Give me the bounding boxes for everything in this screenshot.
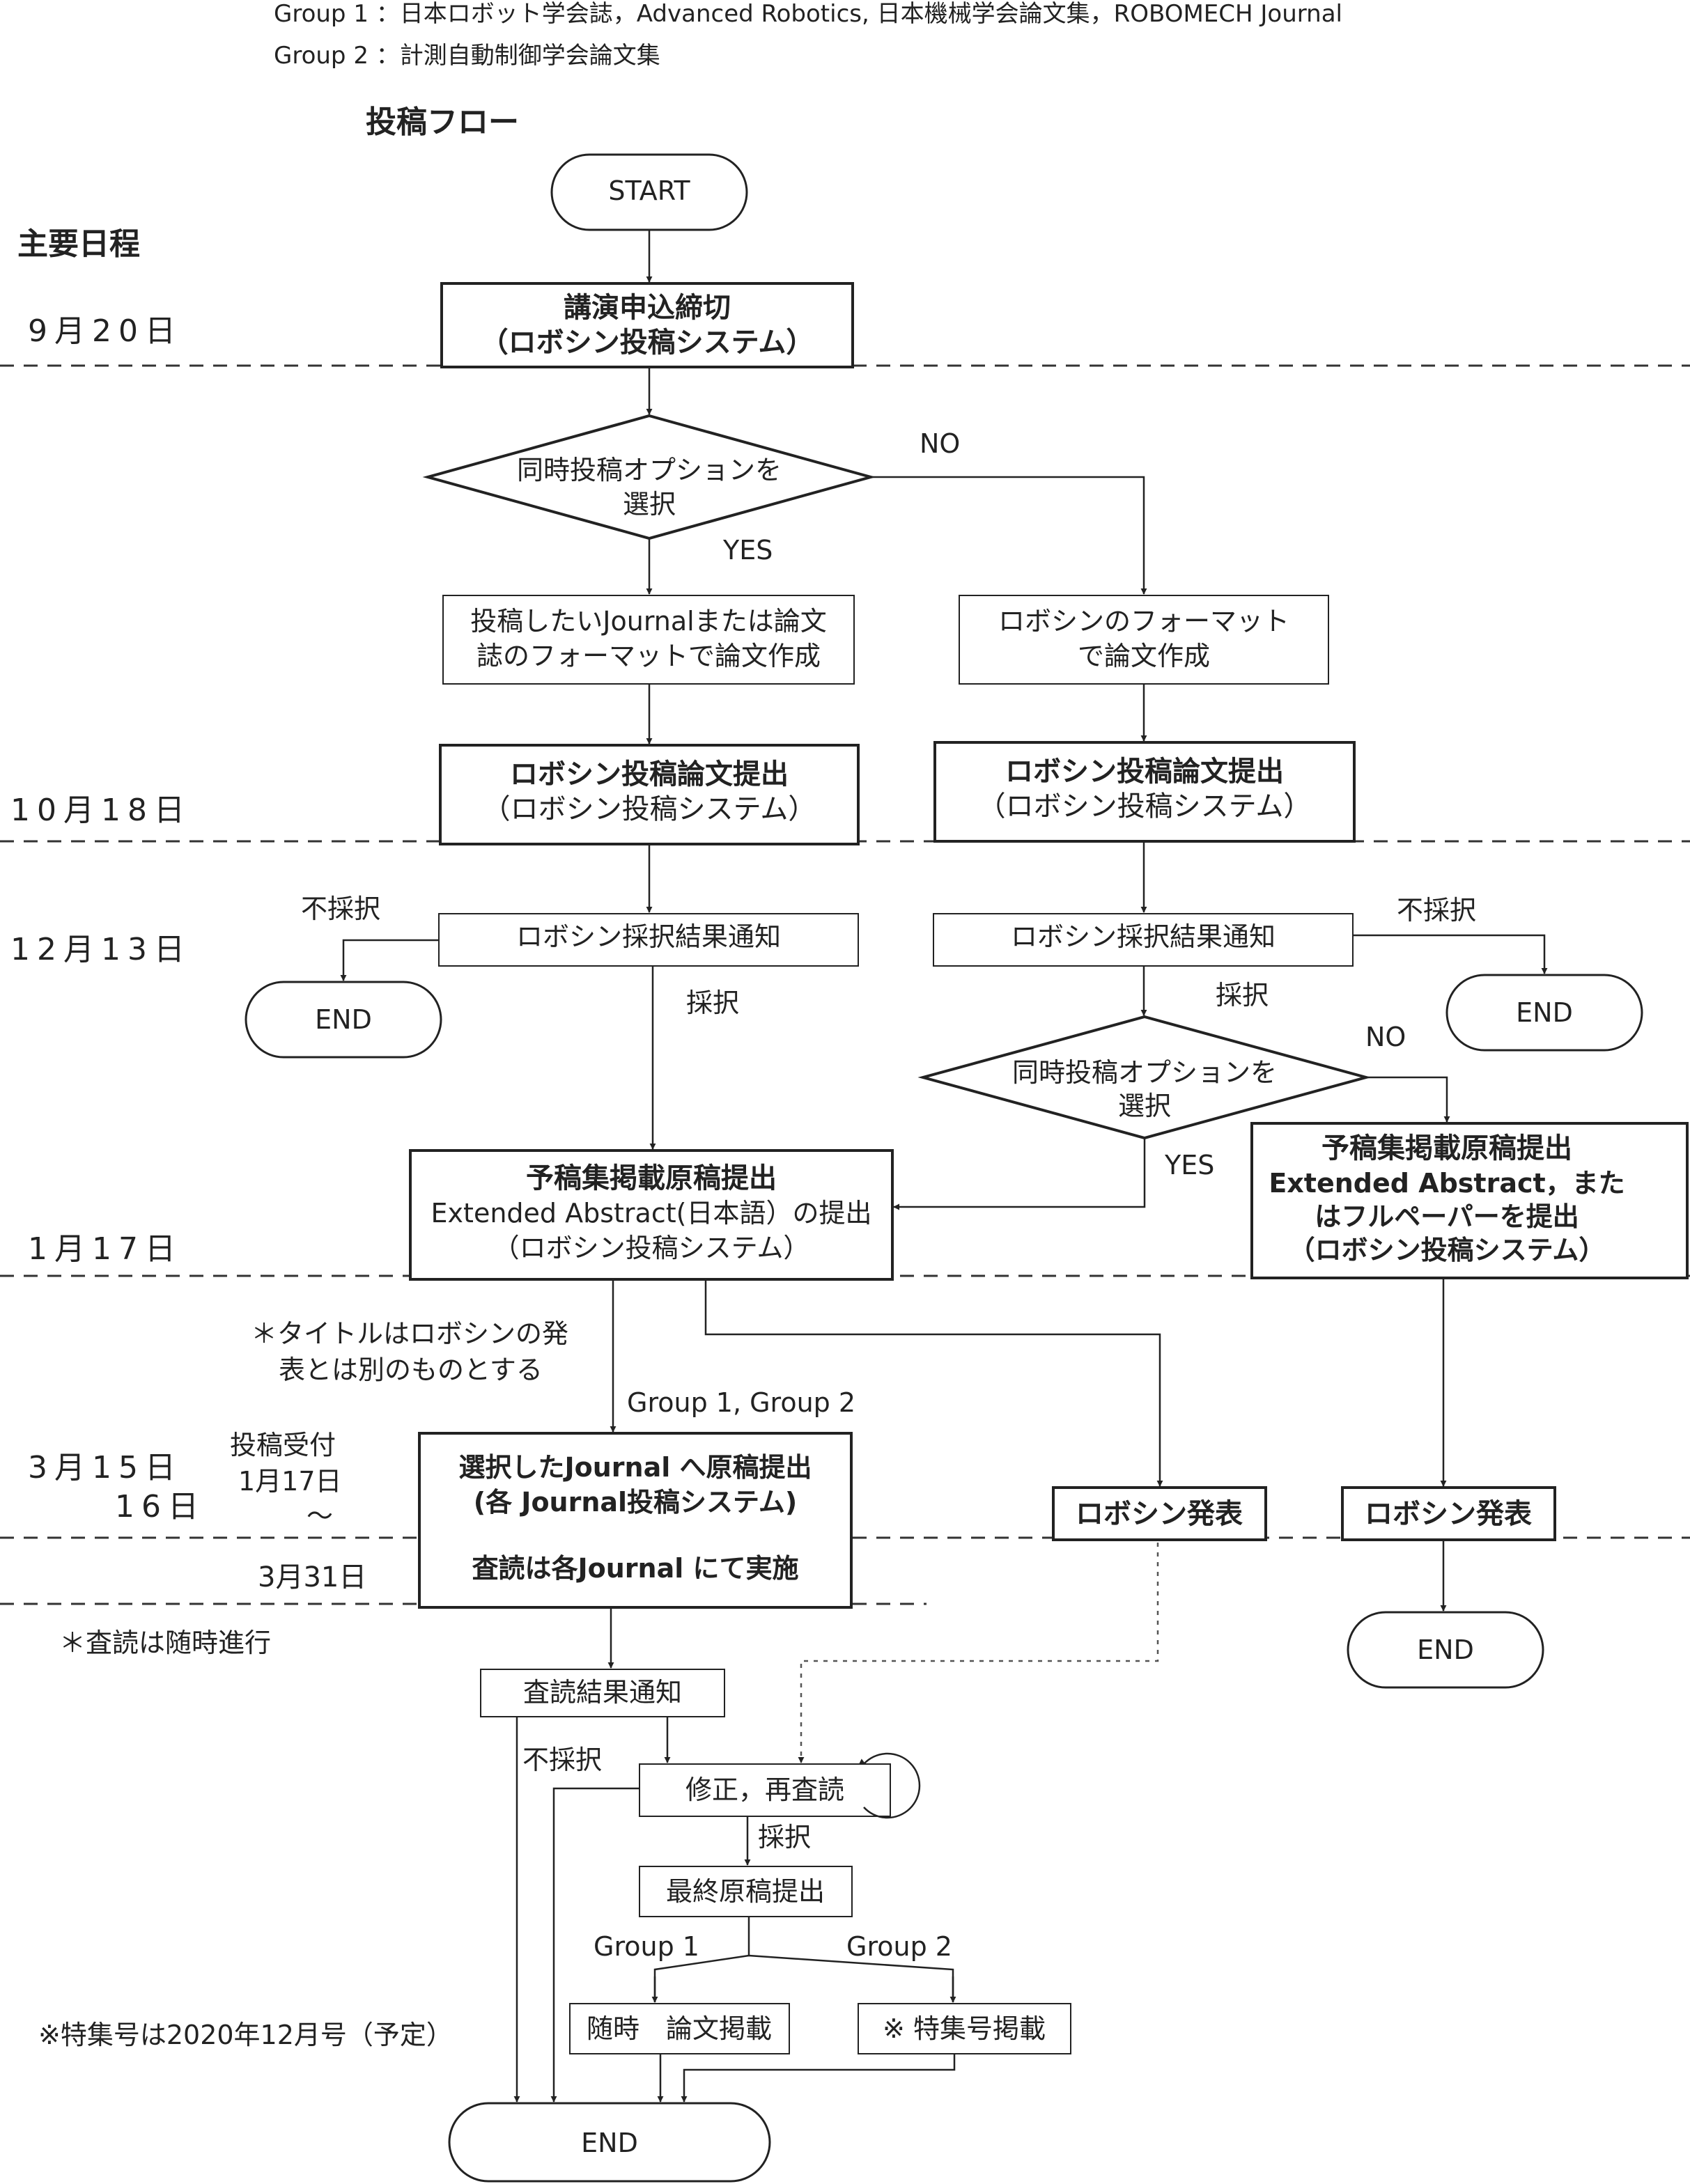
title-note-line2: 表とは別のものとする <box>279 1355 543 1385</box>
date-oct18: 10月18日 <box>10 793 192 828</box>
end1-label: END <box>315 1004 372 1035</box>
deadline-box <box>440 282 854 368</box>
option2-line1: 同時投稿オプションを <box>1012 1057 1277 1088</box>
abstract-left-line2: Extended Abstract(日本語）の提出 <box>431 1198 872 1228</box>
reject-left-label: 不採択 <box>301 894 380 924</box>
final-label: 最終原稿提出 <box>666 1876 825 1907</box>
group1-legend: Group 1 ：日本ロボット学会誌，Advanced Robotics, 日本… <box>274 0 1342 28</box>
robosym-format-line1: ロボシンのフォーマット <box>998 606 1289 637</box>
journal-format-line1: 投稿したいJournalまたは論文 <box>470 606 826 637</box>
end2-label: END <box>1516 997 1573 1028</box>
abstract-right-line3: はフルペーパーを提出 <box>1315 1201 1579 1232</box>
group2-branch-label: Group 2 <box>846 1931 952 1962</box>
end-terminal-2 <box>1445 974 1643 1052</box>
present1-label: ロボシン発表 <box>1076 1498 1243 1530</box>
flow-title: 投稿フロー <box>366 104 519 140</box>
revise-box <box>639 1763 891 1817</box>
journal-submit-line2: (各 Journal投稿システム) <box>474 1487 798 1518</box>
deadline-line1: 講演申込締切 <box>564 292 731 324</box>
groups12-label: Group 1, Group 2 <box>627 1387 855 1418</box>
no-label-2: NO <box>1365 1022 1406 1052</box>
revise-label: 修正，再査読 <box>685 1774 844 1805</box>
present2-label: ロボシン発表 <box>1365 1498 1532 1530</box>
date-16: 16日 <box>115 1489 206 1524</box>
date-mar31: 3月31日 <box>258 1561 366 1593</box>
end-final-label: END <box>581 2128 638 2158</box>
abstract-right-line4: （ロボシン投稿システム） <box>1289 1235 1606 1265</box>
date-sep20: 9月20日 <box>28 313 183 349</box>
pub-special-box <box>858 2003 1071 2054</box>
option2-line2: 選択 <box>1118 1091 1171 1121</box>
accept-left-label: 採択 <box>686 988 739 1018</box>
deadline-line2: （ロボシン投稿システム） <box>481 327 814 359</box>
submit-right-line1: ロボシン投稿論文提出 <box>1005 756 1284 788</box>
journal-submit-box <box>418 1432 853 1609</box>
reject-review-label: 不採択 <box>522 1745 602 1775</box>
accept-period-line2: 1月17日 <box>238 1466 342 1497</box>
title-note-line1: ＊タイトルはロボシンの発 <box>251 1318 568 1349</box>
group2-legend: Group 2 ：計測自動制御学会論文集 <box>274 42 660 70</box>
start-label: START <box>608 176 690 206</box>
end3-label: END <box>1417 1635 1474 1665</box>
abstract-right-line1: 予稿集掲載原稿提出 <box>1321 1132 1572 1164</box>
date-jan17: 1月17日 <box>28 1231 183 1267</box>
end-terminal-1 <box>245 981 442 1059</box>
abstract-left-line3: （ロボシン投稿システム） <box>493 1233 810 1263</box>
submit-left-line1: ロボシン投稿論文提出 <box>510 758 789 790</box>
group1-branch-label: Group 1 <box>594 1931 699 1962</box>
dotted-connector <box>798 1543 1159 1763</box>
result-left-box <box>438 913 859 967</box>
accept-period-line1: 投稿受付 <box>230 1430 336 1460</box>
pub-special-label: ※ 特集号掲載 <box>883 2013 1046 2044</box>
journal-format-line2: 誌のフォーマットで論文作成 <box>476 641 821 671</box>
date-mar15: 3月15日 <box>28 1450 183 1485</box>
abstract-left-line1: 予稿集掲載原稿提出 <box>526 1162 777 1194</box>
submit-left-box <box>439 744 860 845</box>
present-box-1 <box>1052 1486 1267 1541</box>
review-result-label: 査読結果通知 <box>523 1677 682 1708</box>
schedule-title: 主要日程 <box>17 226 140 262</box>
accept-right-label: 採択 <box>1216 980 1269 1011</box>
submit-right-line2: （ロボシン投稿システム） <box>978 790 1312 822</box>
end-terminal-3 <box>1347 1611 1544 1689</box>
option1-line1: 同時投稿オプションを <box>517 455 782 485</box>
abstract-right-line2: Extended Abstract，また <box>1269 1168 1625 1199</box>
connectors <box>340 230 1548 2103</box>
journal-submit-line1: 選択したJournal へ原稿提出 <box>459 1452 812 1483</box>
date-dec13: 12月13日 <box>10 932 192 967</box>
pub-anytime-box <box>569 2003 790 2054</box>
journal-format-box <box>442 595 855 685</box>
submit-left-line2: （ロボシン投稿システム） <box>483 793 816 825</box>
robosym-format-line2: で論文作成 <box>1078 641 1210 671</box>
journal-submit-line3: 査読は各Journal にて実施 <box>472 1553 799 1584</box>
abstract-left-box <box>409 1149 894 1281</box>
result-left-label: ロボシン採択結果通知 <box>516 921 781 952</box>
review-result-box <box>480 1669 725 1717</box>
special-issue-note: ※特集号は2020年12月号（予定） <box>38 2020 453 2050</box>
present-box-2 <box>1341 1486 1556 1541</box>
no-label-1: NO <box>920 428 960 459</box>
end-terminal-final <box>448 2102 771 2183</box>
yes-label-1: YES <box>722 535 773 566</box>
yes-label-2: YES <box>1164 1150 1214 1180</box>
abstract-right-box <box>1250 1122 1689 1279</box>
robosym-format-box <box>959 595 1329 685</box>
result-right-label: ロボシン採択結果通知 <box>1011 921 1276 952</box>
review-note: ＊査読は随時進行 <box>59 1628 271 1658</box>
final-box <box>639 1866 853 1917</box>
pub-anytime-label: 随時 論文掲載 <box>587 2013 772 2044</box>
timeline-separators <box>0 364 1690 1605</box>
submit-right-box <box>933 741 1356 843</box>
reject-right-label: 不採択 <box>1397 895 1476 926</box>
accept-period-line3: ～ <box>307 1501 333 1531</box>
option1-line2: 選択 <box>623 489 676 520</box>
accept-review-label: 採択 <box>758 1822 811 1852</box>
